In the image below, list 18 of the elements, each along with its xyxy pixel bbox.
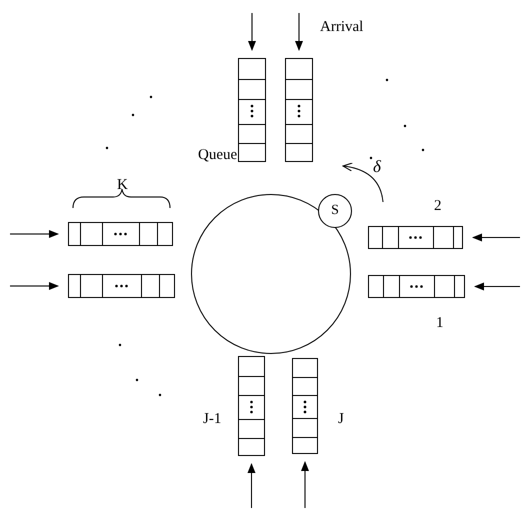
queue-label: J-1 (203, 412, 222, 427)
arrival-label: Arrival (320, 20, 364, 35)
queue-label: 2 (434, 199, 442, 214)
server-label: S (331, 203, 339, 219)
arrival-arrow (10, 230, 59, 238)
arrival-arrow (10, 282, 59, 290)
delay-label: δ (373, 158, 381, 175)
queue-label: Queue (198, 148, 238, 163)
server-circle (318, 194, 352, 228)
queue-label: 1 (436, 316, 444, 331)
arrival-arrow (295, 12, 303, 51)
queue-label: J (338, 412, 344, 427)
arrival-arrow (474, 282, 520, 290)
queue-label: K (117, 178, 128, 193)
arrival-arrow (301, 461, 309, 508)
arrival-arrow (472, 234, 520, 242)
arrival-arrow (248, 12, 256, 51)
arrival-arrow (248, 463, 256, 508)
